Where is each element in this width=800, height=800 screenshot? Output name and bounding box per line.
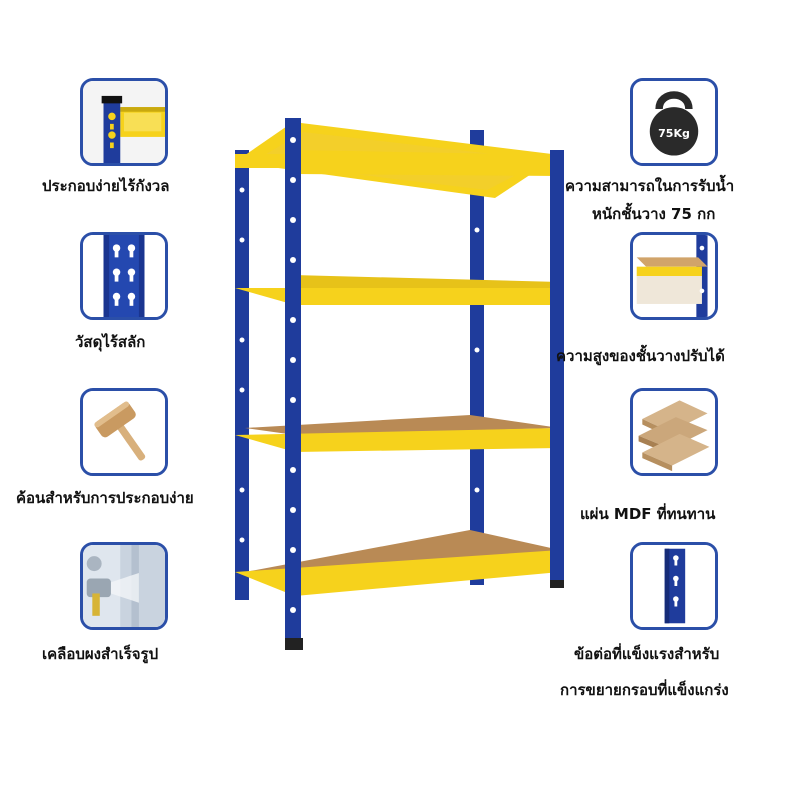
feature-label-connector-line2: การขยายกรอบที่แข็งแกร่ง xyxy=(560,681,729,699)
powder-coating-icon xyxy=(83,545,165,627)
adjustable-shelf-icon xyxy=(633,235,715,317)
feature-label-powder-coating: เคลือบผงสำเร็จรูป xyxy=(42,645,159,663)
strong-connector-icon xyxy=(633,545,715,627)
feature-label-easy-assembly: ประกอบง่ายไร้กังวล xyxy=(42,177,170,195)
feature-label-connector-line1: ข้อต่อที่แข็งแรงสำหรับ xyxy=(574,645,720,663)
mdf-board-icon xyxy=(633,391,715,473)
feature-thumb-mdf xyxy=(630,388,718,476)
upright-joint-icon xyxy=(83,81,165,163)
feature-label-load-capacity-line1: ความสามารถในการรับน้ำ xyxy=(565,177,735,195)
slotted-upright-icon xyxy=(83,235,165,317)
feature-thumb-load-capacity: 75Kg xyxy=(630,78,718,166)
feature-thumb-easy-assembly xyxy=(80,78,168,166)
feature-thumb-boltless xyxy=(80,232,168,320)
feature-label-mallet: ค้อนสำหรับการประกอบง่าย xyxy=(16,489,194,507)
feature-label-adjustable: ความสูงของชั้นวางปรับได้ xyxy=(556,347,725,365)
feature-thumb-connector xyxy=(630,542,718,630)
feature-label-load-capacity-line2: หนักชั้นวาง 75 กก xyxy=(592,205,716,223)
feature-label-boltless: วัสดุไร้สลัก xyxy=(75,333,146,351)
rubber-mallet-icon xyxy=(83,391,165,473)
kettlebell-weight-badge: 75Kg xyxy=(658,127,690,140)
feature-label-mdf: แผ่น MDF ที่ทนทาน xyxy=(580,505,716,523)
feature-thumb-adjustable xyxy=(630,232,718,320)
feature-thumb-mallet xyxy=(80,388,168,476)
boltless-shelving-unit-image xyxy=(235,118,564,650)
feature-thumb-powder-coating xyxy=(80,542,168,630)
kettlebell-icon xyxy=(633,81,715,163)
